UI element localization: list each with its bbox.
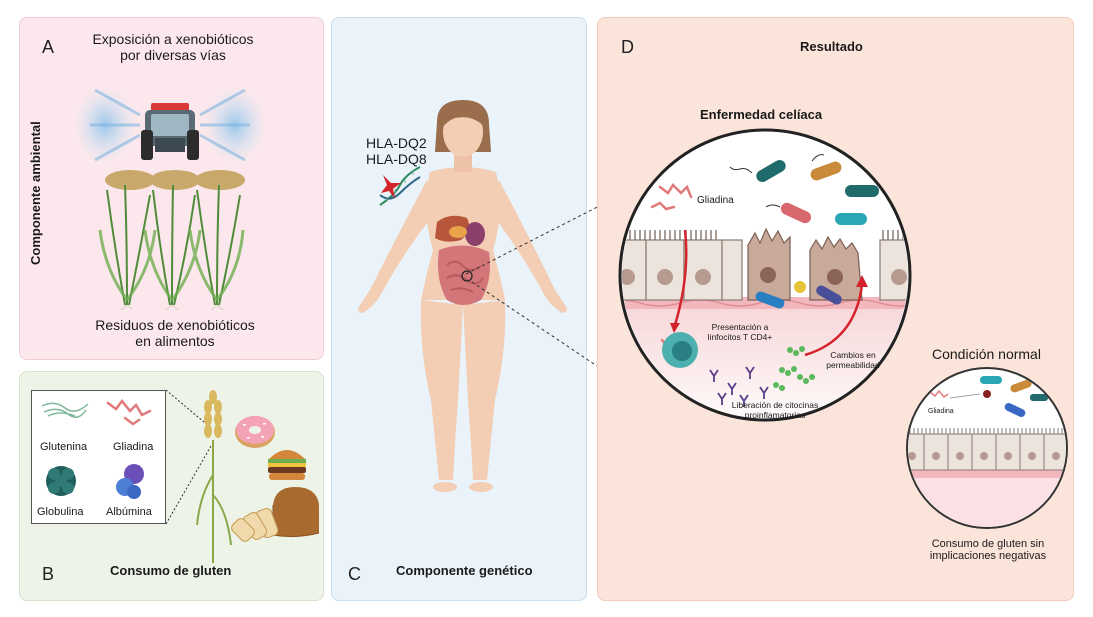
permeability-line1: Cambios en [830, 350, 876, 360]
tractor-spray-icon [73, 85, 267, 165]
panel-a-title-line1: Exposición a xenobióticos [92, 31, 254, 47]
globulin-label: Globulina [37, 506, 84, 518]
gene-hla-dq2: HLA-DQ2 [366, 135, 427, 151]
cytokine-line2: proinflamatorias [744, 410, 806, 420]
panel-c-title: Componente genético [396, 563, 533, 578]
glutenin-icon [41, 402, 89, 418]
gliadin-zoom-label: Gliadina [697, 195, 734, 206]
bread-icon [231, 487, 320, 542]
albumin-icon [116, 464, 144, 499]
wheat-plant-icon [196, 390, 232, 563]
normal-bottom-line1: Consumo de gluten sin [931, 538, 1045, 550]
normal-title: Condición normal [932, 346, 1041, 362]
gene-hla-dq8: HLA-DQ8 [366, 151, 427, 167]
gliadin-icon [106, 398, 152, 426]
dna-icon [379, 166, 421, 206]
panel-a-letter: A [42, 37, 55, 57]
glutenin-label: Glutenina [40, 441, 88, 453]
panel-a-title-line2: por diversas vías [120, 47, 226, 63]
panel-d-title: Resultado [800, 39, 863, 54]
normal-bottom-line2: implicaciones negativas [929, 550, 1047, 562]
globulin-icon [46, 466, 76, 496]
woman-figure-icon [358, 100, 567, 492]
celiac-intestine-zoom [618, 128, 912, 422]
donut-icon [235, 416, 275, 448]
albumin-label: Albúmina [106, 506, 152, 518]
panel-c-letter: C [348, 564, 361, 584]
permeability-line2: permeabilidad [826, 360, 880, 370]
panel-b-title: Consumo de gluten [110, 563, 232, 578]
panel-a-bottom-line1: Residuos de xenobióticos [95, 317, 255, 333]
rice-plants-icon [98, 170, 245, 311]
panel-d-letter: D [621, 37, 634, 57]
panel-a-bottom-line2: en alimentos [135, 333, 215, 349]
normal-intestine-zoom [906, 367, 1068, 529]
gliadin-label: Gliadina [113, 441, 154, 453]
gluten-proteins-box [31, 390, 166, 524]
cytokine-line1: Liberación de citocinas [731, 400, 819, 410]
celiac-title: Enfermedad celíaca [700, 107, 823, 122]
normal-gliadin-label: Gliadina [928, 408, 954, 415]
panel-b-letter: B [42, 564, 55, 584]
zoom-lines [165, 389, 212, 525]
presentation-line1: Presentación a [711, 322, 769, 332]
burger-icon [268, 450, 306, 480]
presentation-line2: linfocitos T CD4+ [707, 332, 773, 342]
